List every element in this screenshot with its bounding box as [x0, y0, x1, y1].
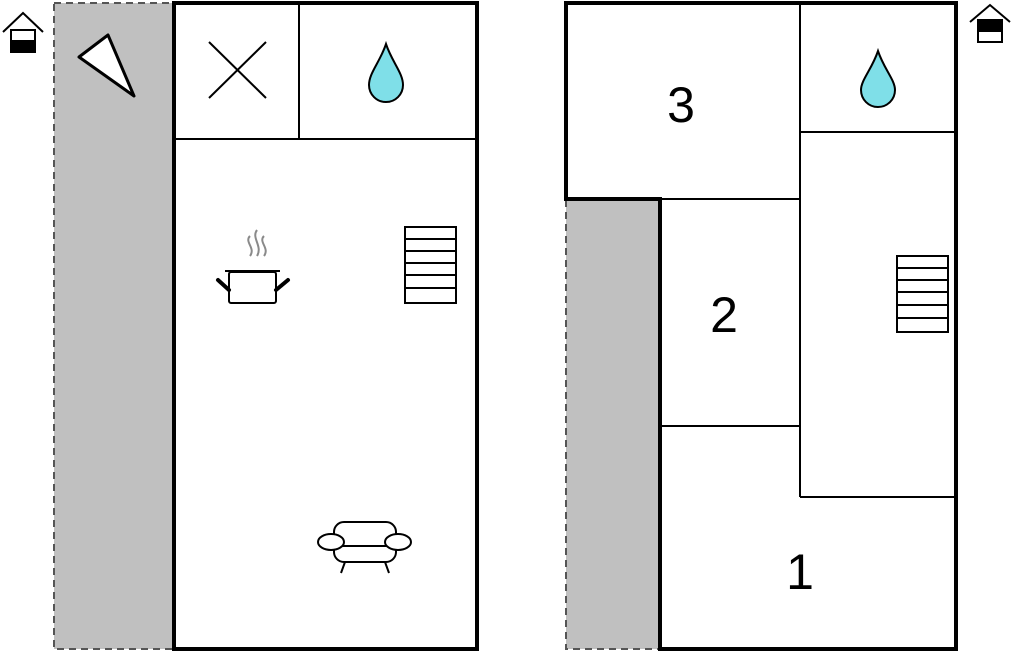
staircase-icon [896, 255, 949, 333]
staircase-icon [404, 226, 457, 304]
upper-outer-wall [564, 1, 958, 651]
toilet-icon [208, 41, 267, 99]
upper-floor-plan: 3 2 1 [564, 1, 1011, 651]
upper-terrace [565, 198, 661, 650]
sofa-icon [317, 521, 412, 574]
cooking-pot-icon [216, 229, 290, 304]
floor-level-icon [2, 11, 44, 53]
room-label-bedroom-2: 2 [710, 287, 738, 343]
room-label-bedroom-1: 1 [786, 544, 814, 600]
room-label-bedroom-3: 3 [667, 77, 695, 133]
compass-icon [77, 33, 136, 98]
ground-outer-wall [172, 1, 479, 651]
ground-terrace [53, 2, 175, 650]
water-drop-icon [367, 40, 405, 103]
upper-interior-walls [660, 3, 956, 498]
water-drop-icon [859, 47, 897, 108]
floor-level-icon [969, 3, 1011, 43]
ground-floor-plan [2, 1, 479, 651]
